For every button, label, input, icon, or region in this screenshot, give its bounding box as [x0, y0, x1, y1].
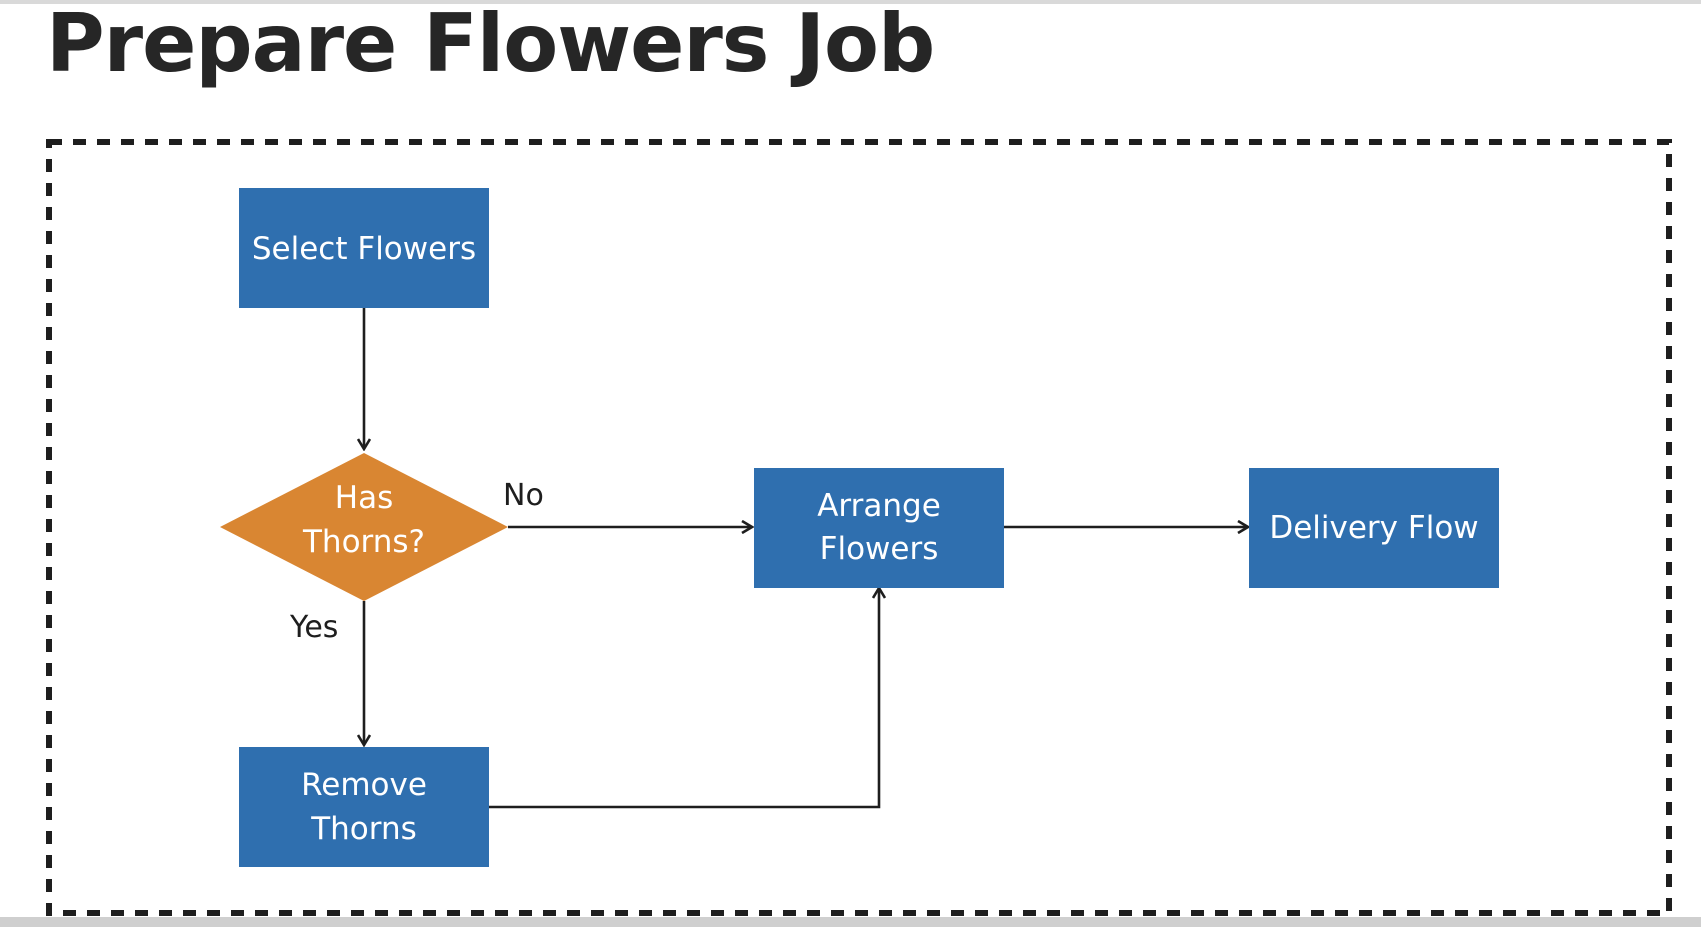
node-has-thorns-decision: Has Thorns?	[220, 453, 508, 601]
bottom-edge-strip	[0, 917, 1701, 927]
node-decision-label-line2: Thorns?	[302, 524, 425, 560]
edge-label-yes: Yes	[289, 610, 338, 645]
edge-remove-to-arrange	[489, 588, 879, 809]
edge-no: No	[503, 478, 752, 527]
node-arrange-flowers: Arrange Flowers	[754, 468, 1004, 588]
node-arrange-label-line1: Arrange	[817, 488, 941, 524]
node-select-flowers-label: Select Flowers	[252, 231, 476, 267]
node-remove-thorns: Remove Thorns	[239, 747, 489, 867]
node-arrange-label-line2: Flowers	[820, 531, 939, 567]
node-delivery-flow: Delivery Flow	[1249, 468, 1499, 588]
page-title: Prepare Flowers Job	[46, 0, 935, 90]
node-remove-label-line1: Remove	[301, 767, 427, 803]
node-delivery-label: Delivery Flow	[1269, 510, 1478, 546]
node-decision-label-line1: Has	[335, 480, 393, 516]
edge-label-no: No	[503, 478, 544, 513]
edge-yes: Yes	[289, 601, 364, 745]
top-edge-strip	[0, 0, 1701, 4]
job-boundary	[46, 139, 1672, 916]
node-remove-label-line2: Thorns	[310, 811, 417, 847]
node-select-flowers: Select Flowers	[239, 188, 489, 308]
